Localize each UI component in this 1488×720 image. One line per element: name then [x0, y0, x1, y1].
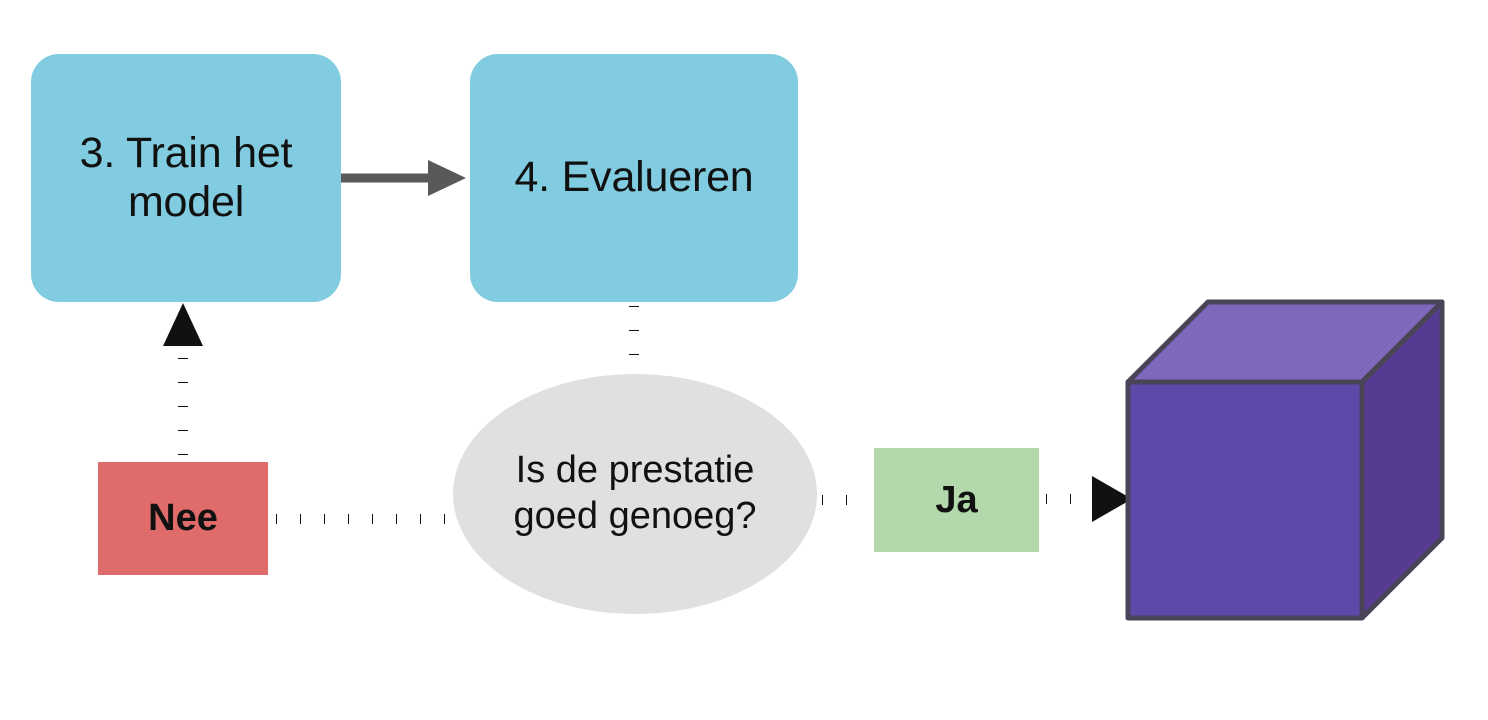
- node-train-label: 3. Train het model: [79, 128, 293, 226]
- node-decision-label: Is de prestatie goed genoeg?: [513, 449, 757, 537]
- node-evaluate-label: 4. Evalueren: [514, 153, 754, 202]
- node-label-ja[interactable]: Ja: [874, 448, 1039, 552]
- node-no-label: Nee: [148, 497, 218, 539]
- node-train-het-model[interactable]: 3. Train het model: [31, 54, 341, 302]
- node-label-nee[interactable]: Nee: [98, 462, 268, 575]
- node-evalueren[interactable]: 4. Evalueren: [470, 54, 798, 302]
- node-model-cube[interactable]: [1120, 292, 1450, 624]
- edge-no-to-train: [163, 303, 203, 455]
- node-decision-prestatie[interactable]: Is de prestatie goed genoeg?: [453, 374, 817, 614]
- edge-train-to-evaluate: [341, 160, 466, 196]
- cube-icon: [1125, 299, 1445, 621]
- cube-front-face: [1125, 379, 1365, 621]
- node-yes-label: Ja: [935, 478, 978, 521]
